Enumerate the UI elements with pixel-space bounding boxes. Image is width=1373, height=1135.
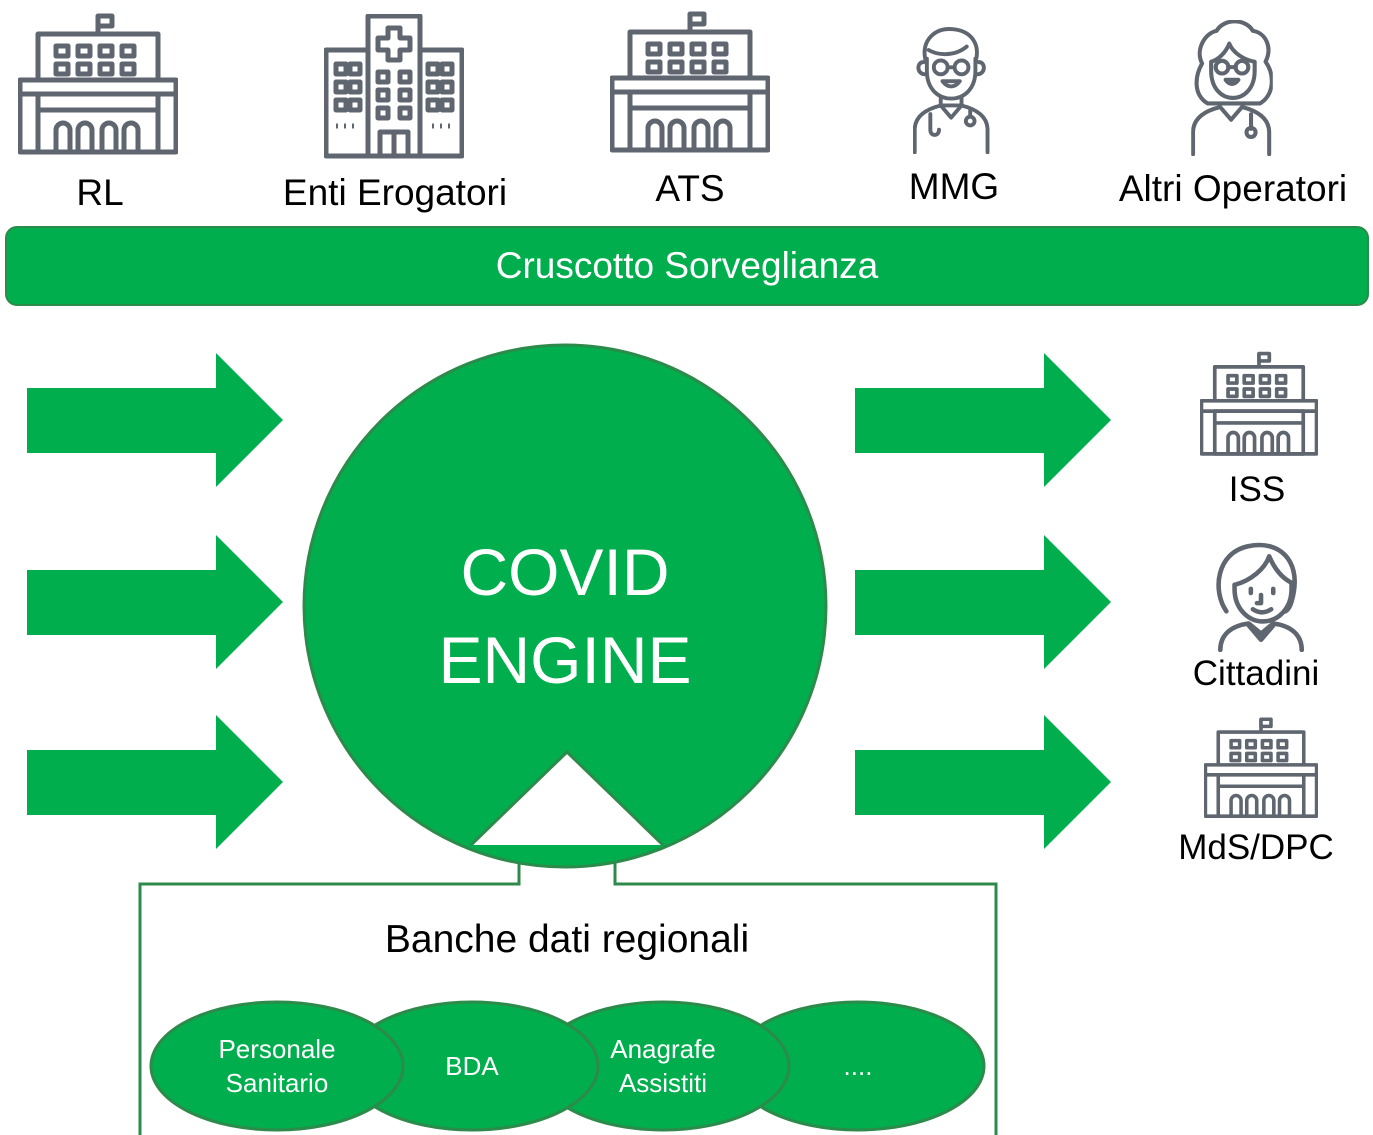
database-label-line: .... — [843, 1051, 873, 1081]
database-label-line: Sanitario — [225, 1068, 329, 1098]
output-arrow — [855, 353, 1111, 487]
database-label-anagrafe-assistiti: Anagrafe Assistiti — [610, 1032, 716, 1100]
stakeholder-label-mmg: MMG — [908, 166, 1000, 207]
engine-line-1: COVID — [460, 535, 670, 609]
government-building-icon — [1204, 710, 1318, 824]
database-label-line: Assistiti — [618, 1068, 708, 1098]
database-ellipse — [149, 1000, 405, 1132]
government-building-icon — [1200, 344, 1318, 462]
banner-label: Cruscotto Sorveglianza — [495, 245, 879, 286]
database-label-more: .... — [844, 1049, 873, 1083]
stakeholder-label-enti-erogatori: Enti Erogatori — [282, 172, 508, 213]
input-arrow — [27, 535, 283, 669]
input-arrow — [27, 715, 283, 849]
input-arrow — [27, 353, 283, 487]
output-label-cittadini: Cittadini — [1192, 654, 1320, 693]
stakeholder-label-altri-operatori: Altri Operatori — [1118, 168, 1348, 209]
output-label-iss: ISS — [1228, 470, 1286, 509]
output-label-mds-dpc: MdS/DPC — [1178, 828, 1334, 867]
covid-engine-circle — [302, 343, 828, 869]
database-label-line: Personale — [218, 1034, 336, 1064]
covid-engine-label: COVID ENGINE — [438, 528, 691, 704]
database-label-bda: BDA — [445, 1049, 498, 1083]
databases-title: Banche dati regionali — [384, 918, 750, 961]
database-label-line: BDA — [445, 1051, 499, 1081]
stakeholder-label-ats: ATS — [655, 168, 725, 209]
output-arrow — [855, 535, 1111, 669]
database-label-line: Anagrafe — [610, 1034, 716, 1064]
stakeholder-label-rl: RL — [76, 172, 124, 213]
output-arrow — [855, 715, 1111, 849]
citizen-icon — [1214, 540, 1306, 652]
engine-line-2: ENGINE — [438, 623, 692, 697]
cruscotto-sorveglianza-banner: Cruscotto Sorveglianza — [5, 226, 1369, 306]
database-label-personale-sanitario: Personale Sanitario — [218, 1032, 335, 1100]
engine-notch — [471, 752, 663, 845]
engine-notch-edge — [469, 749, 665, 847]
